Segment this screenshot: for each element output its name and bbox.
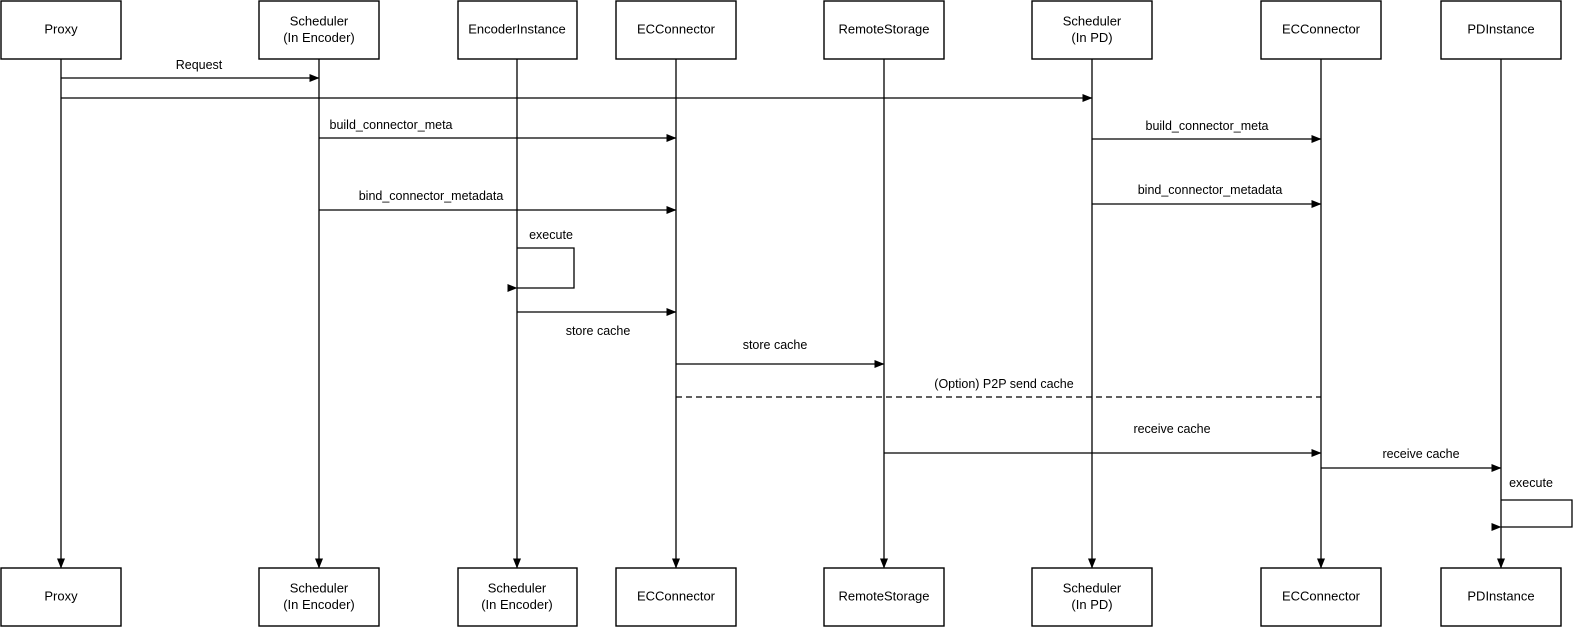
participant-label: PDInstance — [1467, 21, 1534, 36]
participant-label: ECConnector — [637, 588, 716, 603]
participant-label: ECConnector — [1282, 21, 1361, 36]
participant-label: Proxy — [44, 588, 78, 603]
participant-box-pdinst-bottom[interactable]: PDInstance — [1440, 567, 1562, 627]
participant-box-remote-top[interactable]: RemoteStorage — [823, 0, 945, 60]
participant-box-encoder-inst-bottom[interactable]: Scheduler (In Encoder) — [457, 567, 578, 627]
participant-box-proxy-bottom[interactable]: Proxy — [0, 567, 122, 627]
participant-box-sched-pd-bottom[interactable]: Scheduler (In PD) — [1031, 567, 1153, 627]
participant-label: (In PD) — [1071, 30, 1112, 45]
participant-label: Scheduler — [488, 580, 547, 595]
participant-label: EncoderInstance — [468, 21, 566, 36]
message-label-m10: receive cache — [1133, 422, 1210, 436]
participant-box-proxy-top[interactable]: Proxy — [0, 0, 122, 60]
self-message-label-s2: execute — [1509, 476, 1553, 490]
message-label-m8: store cache — [743, 338, 808, 352]
participant-box-ecconn-2-top[interactable]: ECConnector — [1260, 0, 1382, 60]
participant-label: (In Encoder) — [481, 597, 553, 612]
participant-box-pdinst-top[interactable]: PDInstance — [1440, 0, 1562, 60]
participant-box-remote-bottom[interactable]: RemoteStorage — [823, 567, 945, 627]
participant-label: Scheduler — [290, 580, 349, 595]
participant-label: (In Encoder) — [283, 30, 355, 45]
participant-box-encoder-inst-top[interactable]: EncoderInstance — [457, 0, 578, 60]
participant-label: PDInstance — [1467, 588, 1534, 603]
participant-label: (In PD) — [1071, 597, 1112, 612]
lifelines-layer — [57, 58, 1505, 569]
message-label-m6: bind_connector_metadata — [1138, 183, 1283, 197]
participant-label: ECConnector — [637, 21, 716, 36]
participant-label: RemoteStorage — [838, 588, 929, 603]
message-label-m7: store cache — [566, 324, 631, 338]
participant-label: ECConnector — [1282, 588, 1361, 603]
message-label-m5: bind_connector_metadata — [359, 189, 504, 203]
message-label-m3: build_connector_meta — [330, 118, 453, 132]
participant-box-sched-pd-top[interactable]: Scheduler (In PD) — [1031, 0, 1153, 60]
participant-box-ecconn-1-top[interactable]: ECConnector — [615, 0, 737, 60]
participant-label: Scheduler — [1063, 580, 1122, 595]
message-label-m9: (Option) P2P send cache — [934, 377, 1073, 391]
self-message-label-s1: execute — [529, 228, 573, 242]
top-participant-boxes: Proxy Scheduler (In Encoder) EncoderInstanc… — [0, 0, 1562, 60]
participant-box-ecconn-2-bottom[interactable]: ECConnector — [1260, 567, 1382, 627]
participant-label: Scheduler — [1063, 13, 1122, 28]
participant-label: (In Encoder) — [283, 597, 355, 612]
self-message-s2[interactable] — [1491, 499, 1573, 531]
messages-layer: Request build_connector_meta build_connect… — [61, 58, 1573, 531]
participant-box-sched-enc-top[interactable]: Scheduler (In Encoder) — [258, 0, 380, 60]
self-message-s1[interactable] — [507, 247, 575, 292]
participant-box-ecconn-1-bottom[interactable]: ECConnector — [615, 567, 737, 627]
participant-label: Proxy — [44, 21, 78, 36]
participant-box-sched-enc-bottom[interactable]: Scheduler (In Encoder) — [258, 567, 380, 627]
participant-label: RemoteStorage — [838, 21, 929, 36]
bottom-participant-boxes: Proxy Scheduler (In Encoder) Scheduler (In E… — [0, 567, 1562, 627]
participant-label: Scheduler — [290, 13, 349, 28]
message-label-m11: receive cache — [1382, 447, 1459, 461]
message-label-m4: build_connector_meta — [1146, 119, 1269, 133]
message-label-m1: Request — [176, 58, 223, 72]
